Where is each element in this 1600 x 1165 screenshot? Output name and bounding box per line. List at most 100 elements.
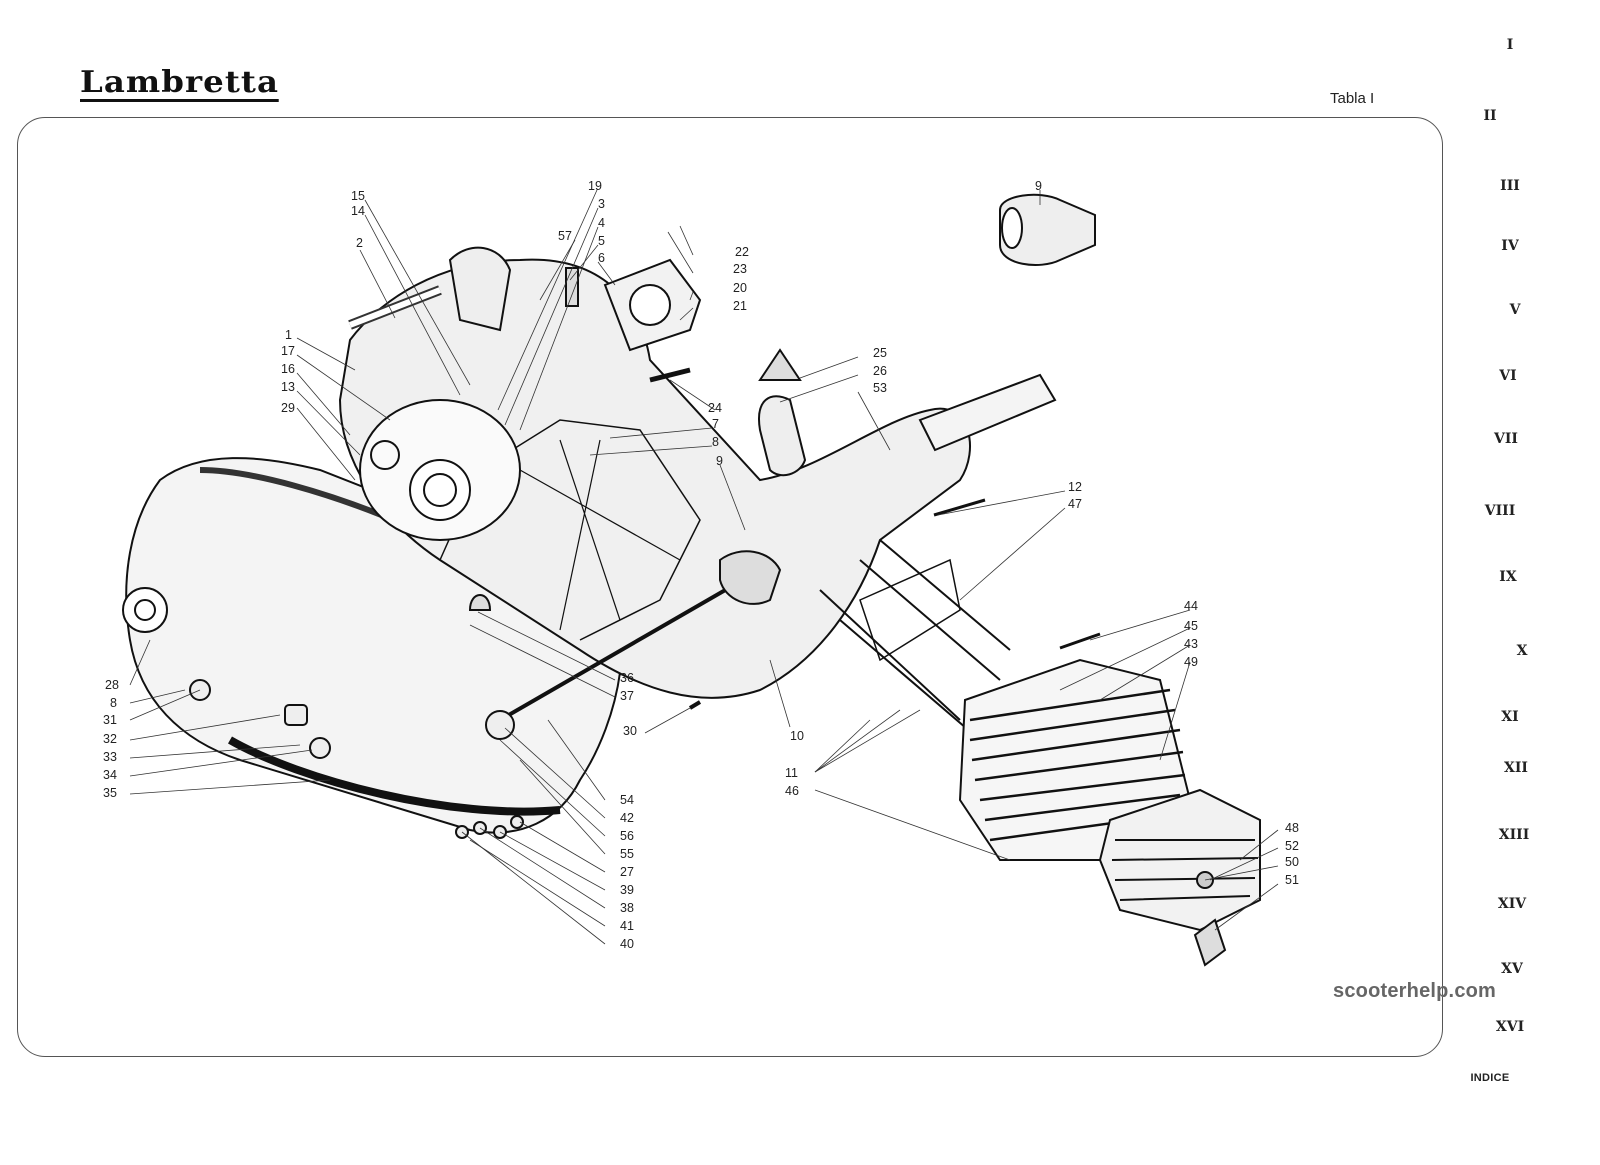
tab-ix[interactable]: IX (1499, 569, 1517, 585)
callout-12: 12 (1068, 480, 1082, 494)
callout-33: 33 (103, 750, 117, 764)
callout-15: 15 (351, 189, 365, 203)
part-9-face (1001, 207, 1023, 249)
callout-20: 20 (733, 281, 747, 295)
callout-42: 42 (620, 811, 634, 825)
cylinder-studs (819, 539, 1011, 741)
flange-bearing (423, 473, 457, 507)
callout-57: 57 (558, 229, 572, 243)
callout-55: 55 (620, 847, 634, 861)
callout-49: 49 (1184, 655, 1198, 669)
tab-xi[interactable]: XI (1501, 709, 1519, 725)
crankcase-webs (519, 439, 681, 631)
callout-9: 9 (1035, 179, 1042, 193)
callout-43: 43 (1184, 637, 1198, 651)
tab-x[interactable]: X (1516, 643, 1528, 659)
tab-vi[interactable]: VI (1499, 368, 1517, 384)
tab-vii[interactable]: VII (1494, 431, 1518, 447)
part-9-bushing (999, 193, 1096, 266)
spacer-33 (284, 704, 308, 726)
callout-17: 17 (281, 344, 295, 358)
callout-52: 52 (1285, 839, 1299, 853)
pipe-elbow (758, 395, 807, 477)
callout-24: 24 (708, 401, 722, 415)
callout-13: 13 (281, 380, 295, 394)
callout-1: 1 (285, 328, 292, 342)
cover-bore (134, 599, 156, 621)
callout-46: 46 (785, 784, 799, 798)
flange-boss (370, 440, 400, 470)
callout-23: 23 (733, 262, 747, 276)
tab-xiii[interactable]: XIII (1498, 827, 1530, 843)
callout-45: 45 (1184, 619, 1198, 633)
callout-8: 8 (110, 696, 117, 710)
bushing (719, 550, 782, 605)
callout-40: 40 (620, 937, 634, 951)
spark-plug (1193, 918, 1227, 967)
callout-31: 31 (103, 713, 117, 727)
rear-shaft (918, 373, 1057, 452)
leader-lines (129, 189, 1279, 945)
watermark-text: scooterhelp.com (1333, 980, 1497, 1002)
callout-21: 21 (733, 299, 747, 313)
tab-indice[interactable]: INDICE (1470, 1072, 1510, 1084)
tab-ii[interactable]: II (1483, 108, 1497, 124)
lambretta-logo: Lambretta (80, 65, 280, 102)
callout-35: 35 (103, 786, 117, 800)
pin-30 (688, 700, 702, 710)
callout-50: 50 (1285, 855, 1299, 869)
callout-25: 25 (873, 346, 887, 360)
dowel-pin (565, 267, 579, 307)
callout-29: 29 (281, 401, 295, 415)
washer-39 (510, 815, 524, 829)
bolt-nut (485, 710, 515, 740)
plate-title: Tabla I (1330, 90, 1375, 107)
callout-41: 41 (620, 919, 634, 933)
tab-i[interactable]: I (1506, 37, 1514, 53)
cap-nut (758, 348, 802, 381)
callout-56: 56 (620, 829, 634, 843)
nut-34 (309, 737, 331, 759)
through-bolt (499, 568, 761, 722)
stud-24 (649, 367, 691, 383)
stud-12 (933, 498, 986, 517)
callout-51: 51 (1285, 873, 1299, 887)
callout-53: 53 (873, 381, 887, 395)
head-fins (1111, 839, 1259, 901)
callout-7: 7 (712, 417, 719, 431)
diagram-frame (17, 117, 1443, 1057)
intake-port (629, 284, 671, 326)
tab-v[interactable]: V (1509, 302, 1521, 318)
tab-iv[interactable]: IV (1501, 238, 1519, 254)
axle-shaft-highlight (348, 287, 442, 328)
cover-boss (122, 587, 168, 633)
callout-44: 44 (1184, 599, 1198, 613)
tab-viii[interactable]: VIII (1484, 503, 1516, 519)
callout-5: 5 (598, 234, 605, 248)
tab-xv[interactable]: XV (1501, 961, 1523, 977)
callout-3: 3 (598, 197, 605, 211)
callout-36: 36 (620, 671, 634, 685)
dome-nut-36 (468, 594, 492, 611)
tab-iii[interactable]: III (1500, 178, 1520, 194)
callout-labels: 1234567899101112131415161719202122232425… (103, 179, 1299, 951)
tab-xvi[interactable]: XVI (1495, 1019, 1525, 1035)
callout-19: 19 (588, 179, 602, 193)
callout-54: 54 (620, 793, 634, 807)
stud-44 (1059, 632, 1101, 650)
callout-47: 47 (1068, 497, 1082, 511)
callout-6: 6 (598, 251, 605, 265)
callout-4: 4 (598, 216, 605, 230)
callout-11: 11 (785, 766, 798, 780)
callout-27: 27 (620, 865, 634, 879)
callout-10: 10 (790, 729, 804, 743)
cover-rim (228, 736, 561, 816)
tab-xii[interactable]: XII (1504, 760, 1528, 776)
crankcase (338, 258, 971, 699)
top-boss (448, 246, 512, 332)
base-gasket (859, 558, 961, 662)
tab-xiv[interactable]: XIV (1497, 896, 1527, 912)
callout-26: 26 (873, 364, 887, 378)
